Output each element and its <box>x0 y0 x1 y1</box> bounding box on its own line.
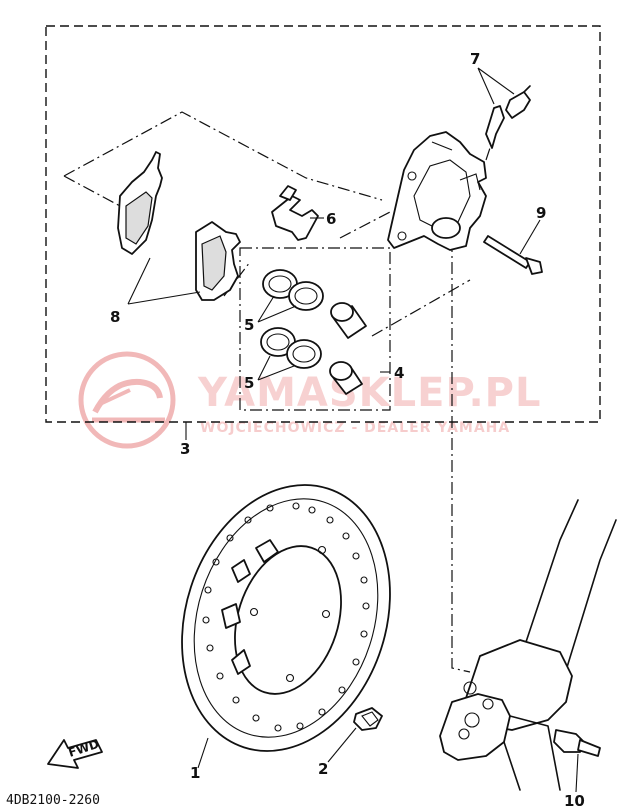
watermark: YAMASKLEP.PL WOJCIECHOWICZ - DEALER YAMA… <box>78 351 541 449</box>
callout-5-upper-leader <box>257 295 297 323</box>
watermark-subtitle: WOJCIECHOWICZ - DEALER YAMAHA <box>200 420 510 436</box>
callout-10: 10 <box>564 792 585 808</box>
watermark-title: YAMASKLEP.PL <box>197 370 541 416</box>
seal-ring-lower-2 <box>286 339 322 369</box>
callout-6: 6 <box>326 210 336 228</box>
callout-10-leader <box>575 753 579 793</box>
piston-upper <box>330 302 367 339</box>
callout-8: 8 <box>110 308 120 326</box>
callout-3: 3 <box>180 440 190 458</box>
disc-cutout <box>221 603 241 629</box>
watermark-logo <box>78 351 176 449</box>
callout-2: 2 <box>318 760 328 778</box>
brake-pad-left <box>117 151 163 255</box>
callout-7: 7 <box>470 50 480 68</box>
diagram-code: 4DB2100-2260 <box>6 793 100 808</box>
seal-kit-boundary <box>239 247 391 411</box>
callout-5-upper: 5 <box>244 316 254 334</box>
caliper-assembly-boundary <box>45 25 601 423</box>
caliper-body <box>387 131 487 251</box>
forward-direction-arrow: FWD <box>47 737 103 769</box>
callout-8-leader <box>127 257 201 305</box>
brake-pad-right <box>195 221 241 301</box>
seal-ring-lower-1 <box>260 327 296 357</box>
mount-bolt <box>553 729 601 757</box>
disc-vent-holes <box>202 502 370 732</box>
bleed-screw <box>485 85 531 149</box>
callout-2-leader <box>327 727 357 763</box>
callout-7-leader <box>477 67 515 105</box>
disc-cutout <box>231 649 251 675</box>
disc-cutout <box>255 539 279 563</box>
front-fork-leg <box>439 499 617 791</box>
disc-bolt <box>353 707 383 731</box>
brake-disc <box>181 484 391 752</box>
callout-1-leader <box>197 737 209 769</box>
seal-ring-upper-2 <box>288 281 324 311</box>
callout-9-leader <box>519 219 541 255</box>
callout-4: 4 <box>394 364 404 382</box>
piston-lower <box>329 361 363 395</box>
caliper-bolt <box>483 235 543 275</box>
pad-support <box>271 185 319 241</box>
disc-cutout <box>231 559 251 583</box>
callout-9: 9 <box>536 204 546 222</box>
callout-1: 1 <box>190 764 200 782</box>
callout-5-lower: 5 <box>244 374 254 392</box>
callout-5-lower-leader <box>257 355 295 381</box>
